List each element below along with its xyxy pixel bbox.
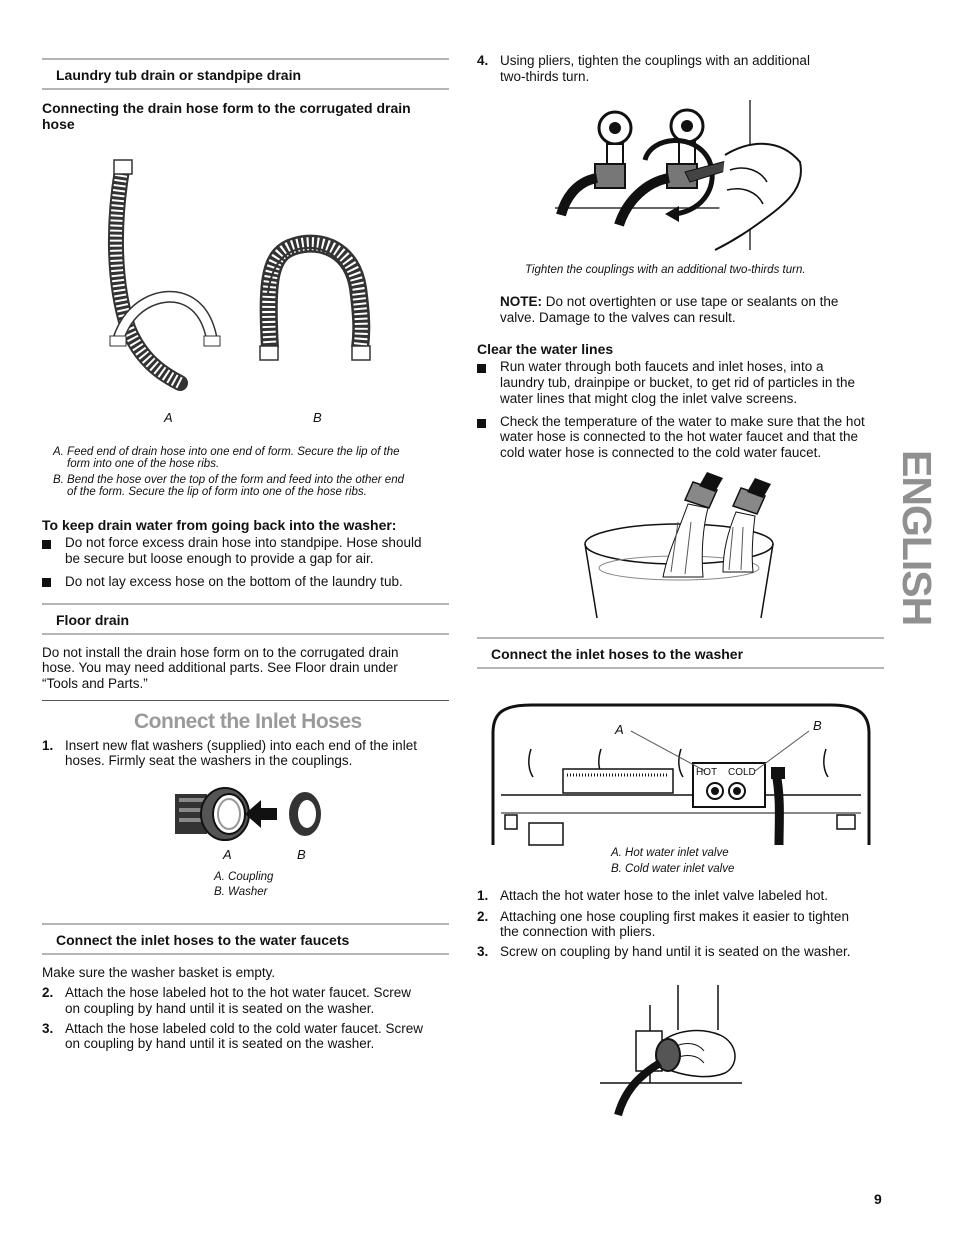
step-number: 3. — [477, 944, 489, 959]
subheading-drain-form: Connecting the drain hose form to the co… — [42, 100, 411, 132]
note-paragraph: NOTE: Do not overtighten or use tape or … — [500, 294, 838, 310]
caption-cold-valve: B. Cold water inlet valve — [611, 863, 735, 875]
language-side-tab-text: ENGLISH — [894, 450, 940, 626]
bullet-text: Run water through both faucets and inlet… — [500, 359, 824, 374]
section-rule — [42, 953, 449, 955]
note-text: Do not overtighten or use tape or sealan… — [542, 294, 839, 309]
language-side-tab: ENGLISH — [894, 450, 940, 630]
bullet-square — [477, 419, 486, 428]
step-text: the connection with pliers. — [500, 924, 656, 939]
step-text: Attaching one hose coupling first makes … — [500, 909, 849, 924]
page-section-title: Connect the Inlet Hoses — [134, 710, 362, 733]
page-number: 9 — [874, 1191, 882, 1207]
pliers-tighten-illustration — [555, 100, 802, 251]
caption-a-line1: A. Feed end of drain hose into one end o… — [53, 446, 400, 458]
faucets-intro: Make sure the washer basket is empty. — [42, 965, 276, 980]
section-rule — [42, 633, 449, 635]
caption-washer: B. Washer — [214, 886, 268, 898]
step-number: 3. — [42, 1021, 54, 1036]
step-number: 2. — [477, 909, 489, 924]
bullet-text: Check the temperature of the water to ma… — [500, 414, 865, 429]
bullet-square — [42, 540, 51, 549]
figure-label-a: A — [223, 847, 232, 862]
section-rule — [42, 923, 449, 925]
figure-label-a: A — [164, 410, 173, 425]
section-heading-faucets: Connect the inlet hoses to the water fau… — [56, 932, 350, 948]
bullet-text: water hose is connected to the hot water… — [500, 429, 858, 444]
bullet-square — [42, 578, 51, 587]
section-heading-washer: Connect the inlet hoses to the washer — [491, 646, 744, 662]
drain-hose-form-illustration — [107, 159, 371, 391]
figure-label-a: A — [615, 722, 624, 737]
caption-hot-valve: A. Hot water inlet valve — [611, 847, 729, 859]
section-heading-laundry-tub: Laundry tub drain or standpipe drain — [56, 67, 302, 83]
note-text: valve. Damage to the valves can result. — [500, 310, 736, 325]
figure-label-b: B — [297, 847, 306, 862]
heading-clear-water-lines: Clear the water lines — [477, 341, 614, 357]
bullet-square — [477, 364, 486, 373]
bucket-flush-illustration — [584, 472, 774, 619]
step-number: 2. — [42, 985, 54, 1000]
cold-valve-label: COLD — [728, 767, 756, 778]
step-text: Attach the hose labeled hot to the hot w… — [65, 985, 411, 1000]
title-rule — [42, 700, 449, 701]
bullet-text: cold water hose is connected to the cold… — [500, 445, 822, 460]
step-text: Attach the hot water hose to the inlet v… — [500, 888, 828, 903]
step-text: on coupling by hand until it is seated o… — [65, 1036, 375, 1051]
caption-b-line2: of the form. Secure the lip of form into… — [67, 486, 367, 498]
floor-drain-text: hose. You may need additional parts. See… — [42, 660, 398, 675]
bullet-text: laundry tub, drainpipe or bucket, to get… — [500, 375, 855, 390]
section-rule — [42, 603, 449, 605]
hand-coupling-illustration — [600, 985, 742, 1117]
caption-a-line2: form into one of the hose ribs. — [67, 458, 220, 470]
step-number: 4. — [477, 53, 489, 68]
step-text: Insert new flat washers (supplied) into … — [65, 738, 417, 753]
section-rule — [477, 637, 884, 639]
step-number: 1. — [477, 888, 489, 903]
section-rule — [42, 88, 449, 90]
heading-keep-drain: To keep drain water from going back into… — [42, 517, 397, 533]
step-text: Attach the hose labeled cold to the cold… — [65, 1021, 423, 1036]
bullet-text: be secure but loose enough to provide a … — [65, 551, 374, 566]
bullet-text: Do not lay excess hose on the bottom of … — [65, 574, 403, 589]
caption-b-line1: B. Bend the hose over the top of the for… — [53, 474, 404, 486]
hot-valve-label: HOT — [696, 767, 718, 778]
coupling-washer-illustration — [175, 787, 321, 841]
figure-label-b: B — [813, 718, 822, 733]
step-text: Using pliers, tighten the couplings with… — [500, 53, 810, 68]
bullet-text: water lines that might clog the inlet va… — [500, 391, 798, 406]
figure-label-b: B — [313, 410, 322, 425]
section-rule — [42, 58, 449, 60]
tighten-caption: Tighten the couplings with an additional… — [525, 264, 806, 276]
step-text: Screw on coupling by hand until it is se… — [500, 944, 851, 959]
section-heading-floor-drain: Floor drain — [56, 612, 130, 628]
floor-drain-text: Do not install the drain hose form on to… — [42, 645, 399, 660]
section-rule — [477, 667, 884, 669]
bullet-text: Do not force excess drain hose into stan… — [65, 535, 422, 550]
step-number: 1. — [42, 738, 54, 753]
step-text: two-thirds turn. — [500, 69, 590, 84]
step-text: hoses. Firmly seat the washers in the co… — [65, 753, 353, 768]
floor-drain-text: “Tools and Parts.” — [42, 676, 148, 691]
washer-back-panel-illustration — [491, 703, 871, 846]
step-text: on coupling by hand until it is seated o… — [65, 1001, 375, 1016]
note-label: NOTE: — [500, 294, 542, 309]
caption-coupling: A. Coupling — [214, 871, 274, 883]
